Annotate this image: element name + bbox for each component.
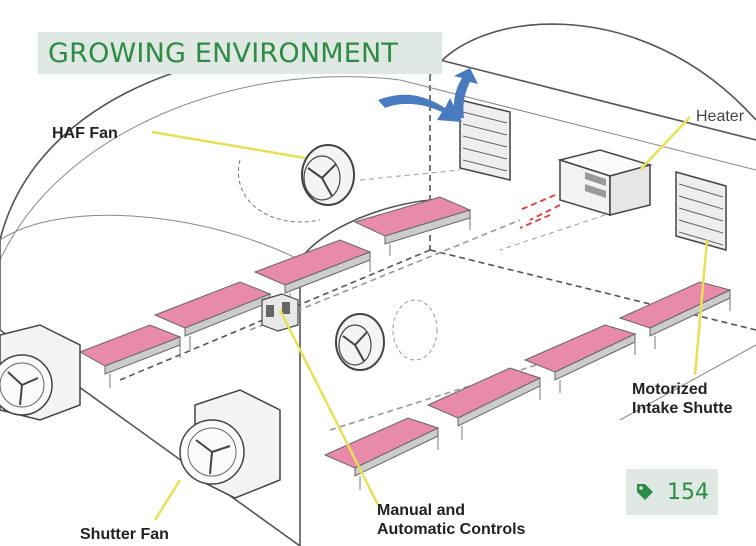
- haf-fan-lower: [335, 299, 438, 371]
- bench: [523, 324, 637, 381]
- bench: [353, 196, 472, 245]
- exhaust-shutter: [459, 99, 511, 181]
- bench-row-back: [78, 196, 472, 375]
- page-title: GROWING ENVIRONMENT: [48, 37, 399, 69]
- haf-fan-upper: [238, 144, 461, 223]
- tag-count: 154: [667, 479, 709, 505]
- callout-lines: [151, 116, 709, 521]
- label-controls-line2: Automatic Controls: [377, 521, 526, 538]
- label-motorized-line2: Intake Shutte: [632, 400, 733, 417]
- shutter-fan-right: [179, 389, 281, 499]
- bench: [153, 281, 272, 337]
- shutter-fan-left: [0, 324, 81, 421]
- bench: [78, 324, 182, 375]
- title-banner: GROWING ENVIRONMENT: [38, 32, 442, 74]
- bench: [426, 367, 542, 427]
- intake-shutter: [675, 171, 727, 251]
- tag-icon: [637, 484, 653, 500]
- greenhouse-structure: [0, 23, 756, 546]
- label-motorized-line1: Motorized: [632, 381, 708, 398]
- tag-count-badge[interactable]: 154: [626, 469, 718, 515]
- airflow-arrows: [378, 68, 478, 122]
- label-controls-line1: Manual and: [377, 502, 466, 519]
- heater: [499, 149, 653, 251]
- bench: [253, 239, 372, 294]
- bench: [618, 281, 732, 337]
- label-heater: Heater: [696, 108, 745, 125]
- bench-row-front: [323, 281, 732, 477]
- label-shutter-fan: Shutter Fan: [80, 526, 169, 543]
- label-haf-fan: HAF Fan: [52, 125, 118, 142]
